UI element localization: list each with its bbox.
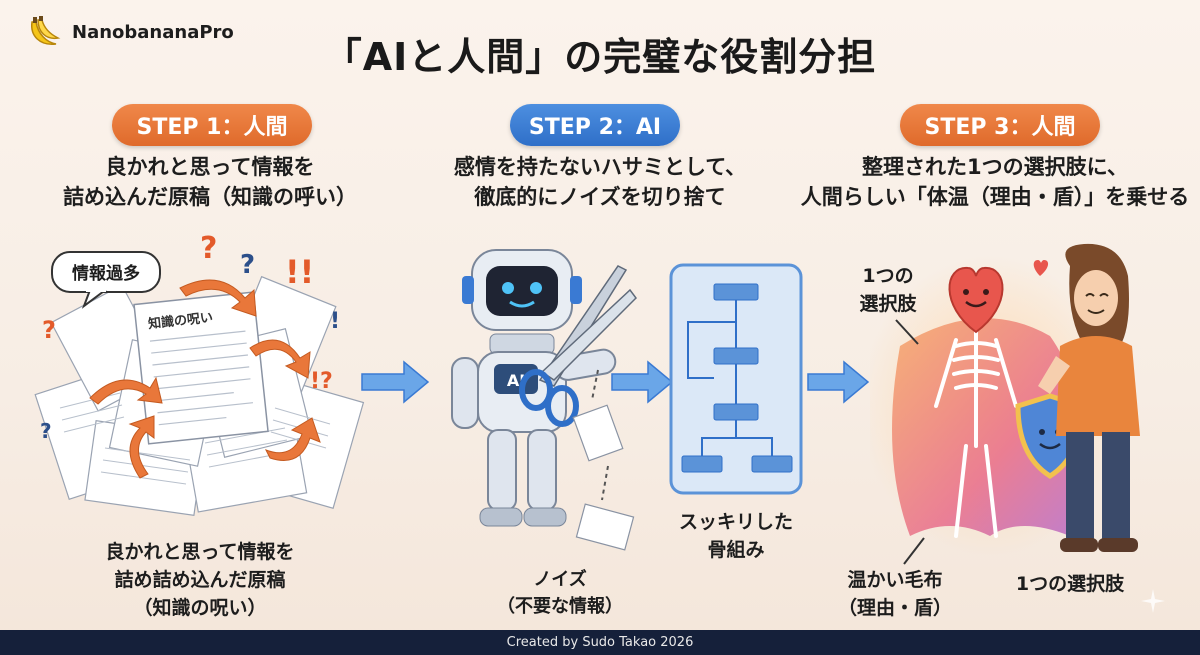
svg-text:?: ? — [200, 231, 217, 266]
heart-label-line: 選択肢 — [859, 293, 917, 315]
step-1-caption-line: 詰め詰め込んだ原稿 — [114, 569, 286, 591]
choice-caption: 1つの選択肢 — [1015, 573, 1125, 595]
page-title: 「AIと人間」の完璧な役割分担 — [323, 35, 877, 79]
step-1-desc-line: 詰め込んだ原稿（知識の呼い） — [63, 185, 357, 209]
footer-credit: Created by Sudo Takao 2026 — [0, 630, 1200, 655]
info-overload-bubble: 情報過多 — [51, 251, 161, 309]
blanket-caption: 温かい毛布 （理由・盾） — [820, 566, 970, 622]
step-3-desc-line: 人間らしい「体温（理由・盾）」を乗せる — [800, 185, 1190, 209]
step-3-badge: STEP 3：人間 — [900, 104, 1100, 146]
scissors-icon — [519, 265, 637, 427]
heart-choice-label: 1つの 選択肢 — [838, 262, 938, 318]
noise-caption-line: （不要な情報） — [497, 596, 623, 617]
skeleton-figure — [934, 326, 1018, 538]
step-1-badge: STEP 1：人間 — [112, 104, 312, 146]
step-2-badge: STEP 2：AI — [510, 104, 680, 146]
pointer-line — [895, 319, 919, 345]
flowchart-skeleton-illustration — [669, 263, 803, 495]
arrow-right-icon — [361, 360, 430, 404]
svg-text:?: ? — [240, 250, 255, 280]
step-2-desc-line: 徹底的にノイズを切り捨て — [474, 185, 726, 209]
skeleton-caption: スッキリした 骨組み — [656, 508, 816, 564]
step-1-desc-line: 良かれと思って情報を — [105, 155, 315, 179]
skeleton-caption-line: 骨組み — [707, 539, 765, 561]
svg-text:?: ? — [42, 316, 56, 344]
document-pile-illustration: 知識の呪い ? ? !! ? ! !? ? 情報過多 — [34, 231, 365, 516]
step-1-caption-line: 良かれと思って情報を — [105, 541, 295, 563]
svg-text:!!: !! — [285, 253, 314, 291]
heart-icon — [948, 266, 1004, 334]
warm-choice-illustration — [870, 243, 1140, 556]
doc-title-text: 知識の呪い — [147, 309, 213, 332]
woman-figure — [1038, 243, 1140, 552]
svg-text:!?: !? — [310, 369, 333, 394]
arrow-right-icon — [611, 360, 674, 404]
banana-icon — [31, 16, 61, 45]
step-3-description: 整理された1つの選択肢に、 人間らしい「体温（理由・盾）」を乗せる — [800, 152, 1190, 212]
heart-label-line: 1つの — [862, 265, 914, 287]
robot-illustration: AI — [451, 249, 637, 551]
svg-text:!: ! — [330, 309, 340, 334]
step-1-description: 良かれと思って情報を 詰め込んだ原稿（知識の呼い） — [30, 152, 390, 212]
blanket-caption-line: 温かい毛布 — [847, 569, 943, 591]
step-2-description: 感情を持たないハサミとして、 徹底的にノイズを切り捨て — [410, 152, 790, 212]
brand-name: NanobananaPro — [72, 21, 234, 43]
pointer-line — [903, 537, 925, 565]
step-2-desc-line: 感情を持たないハサミとして、 — [453, 155, 747, 179]
blanket-caption-line: （理由・盾） — [837, 597, 952, 619]
brand: NanobananaPro — [24, 12, 234, 52]
step-3-desc-line: 整理された1つの選択肢に、 — [862, 155, 1128, 179]
noise-caption-line: ノイズ — [533, 569, 587, 590]
step-1-caption-line: （知識の呪い） — [133, 597, 267, 619]
sparkle-icon — [1141, 589, 1165, 613]
skeleton-caption-line: スッキリした — [678, 511, 793, 533]
bubble-text: 情報過多 — [72, 263, 140, 284]
arrow-right-icon — [807, 360, 870, 404]
svg-text:?: ? — [40, 419, 52, 443]
step-1-caption: 良かれと思って情報を 詰め詰め込んだ原稿 （知識の呪い） — [40, 538, 360, 622]
noise-caption: ノイズ （不要な情報） — [480, 566, 640, 620]
